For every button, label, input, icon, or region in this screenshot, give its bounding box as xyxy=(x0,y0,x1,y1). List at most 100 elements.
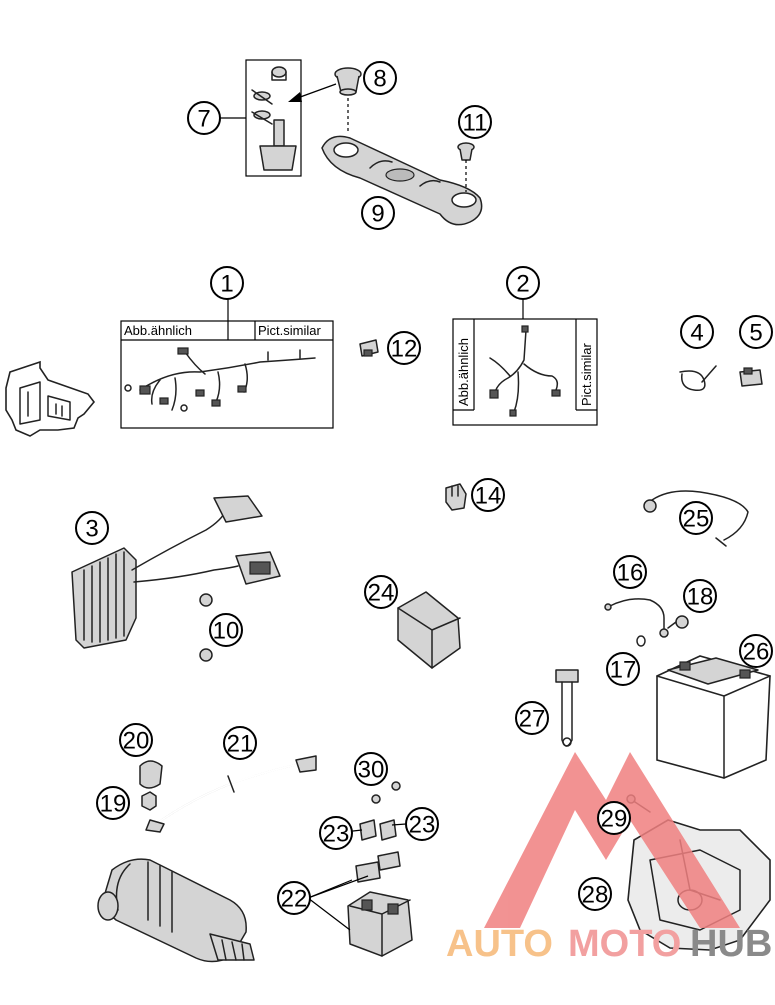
part-25-ground-cable xyxy=(643,490,749,547)
part-14-connector xyxy=(445,483,467,511)
callout-10: 10 xyxy=(209,613,243,647)
callout-number: 12 xyxy=(391,336,418,363)
callout-number: 27 xyxy=(519,706,546,733)
callout-number: 25 xyxy=(683,506,710,533)
frame-sub-harness: Abb.ähnlich Pict.similar xyxy=(452,318,598,426)
watermark-text-hub: HUB xyxy=(690,923,772,965)
callout-number: 3 xyxy=(85,516,98,543)
callout-4: 4 xyxy=(680,315,714,349)
callout-number: 16 xyxy=(617,560,644,587)
callout-number: 28 xyxy=(582,882,609,909)
callout-circle xyxy=(679,501,713,535)
callout-number: 17 xyxy=(610,657,637,684)
part-16-battery-cable xyxy=(604,598,669,638)
callout-number: 23 xyxy=(409,812,436,839)
callout-circle xyxy=(515,701,549,735)
main-harness-label-en: Pict.similar xyxy=(258,323,322,338)
callout-number: 20 xyxy=(123,728,150,755)
callout-23: 23 xyxy=(319,816,353,850)
callout-circle xyxy=(506,266,540,300)
callout-circle xyxy=(739,634,773,668)
part-20-terminal-cap xyxy=(139,760,163,789)
callout-circle xyxy=(319,816,353,850)
callout-14: 14 xyxy=(471,478,505,512)
callout-circle xyxy=(223,726,257,760)
callout-circle xyxy=(458,105,492,139)
callout-circle xyxy=(209,613,243,647)
callout-22: 22 xyxy=(277,881,311,915)
callout-number: 22 xyxy=(281,886,308,913)
frame-main-harness: Abb.ähnlich Pict.similar xyxy=(120,320,334,429)
callout-circle xyxy=(606,652,640,686)
part-starter-motor xyxy=(97,858,255,963)
callout-circle xyxy=(471,478,505,512)
callout-number: 14 xyxy=(475,483,502,510)
callout-number: 11 xyxy=(463,110,488,137)
watermark-text-auto: AUTO xyxy=(446,923,553,965)
callout-17: 17 xyxy=(606,652,640,686)
part-19-nut xyxy=(141,791,157,811)
part-26-battery xyxy=(656,655,771,779)
part-2-sub-wiring-harness xyxy=(489,325,561,417)
callout-23: 23 xyxy=(405,807,439,841)
callout-number: 18 xyxy=(687,584,714,611)
part-24-control-unit xyxy=(397,591,461,669)
part-9-triple-clamp xyxy=(321,135,483,226)
sub-harness-label-de: Abb.ähnlich xyxy=(456,338,471,406)
callout-number: 10 xyxy=(213,618,240,645)
callout-circle xyxy=(277,881,311,915)
callout-number: 2 xyxy=(516,271,529,298)
callout-8: 8 xyxy=(363,61,397,95)
part-1-main-wiring-harness xyxy=(124,347,316,412)
callout-19: 19 xyxy=(96,786,130,820)
callout-7: 7 xyxy=(187,101,221,135)
callout-number: 4 xyxy=(690,320,703,347)
callout-number: 21 xyxy=(227,731,254,758)
part-12-fuse xyxy=(359,339,379,357)
part-21-starter-cable xyxy=(145,755,317,833)
part-bracket-left xyxy=(5,360,96,437)
callout-circle xyxy=(96,786,130,820)
callout-circle xyxy=(597,801,631,835)
callout-circle xyxy=(613,555,647,589)
part-23-fuses xyxy=(359,819,397,841)
watermark-text-moto: MOTO xyxy=(568,923,681,965)
callout-24: 24 xyxy=(364,575,398,609)
callout-circle xyxy=(75,511,109,545)
part-30-screws xyxy=(371,781,401,804)
callout-circle xyxy=(387,331,421,365)
sub-harness-label-en: Pict.similar xyxy=(579,342,594,406)
callout-number: 23 xyxy=(323,821,350,848)
part-10-screws xyxy=(199,593,213,662)
part-27-battery-strap xyxy=(555,669,579,747)
callout-26: 26 xyxy=(739,634,773,668)
callout-circle xyxy=(405,807,439,841)
part-17-washer xyxy=(636,635,646,647)
callout-11: 11 xyxy=(458,105,492,139)
callout-circle xyxy=(683,579,717,613)
watermark-logo xyxy=(484,752,740,928)
callout-9: 9 xyxy=(361,196,395,230)
callout-number: 29 xyxy=(601,806,628,833)
main-harness-label-de: Abb.ähnlich xyxy=(124,323,192,338)
part-8-bushing xyxy=(334,67,362,96)
callout-circle xyxy=(363,61,397,95)
callout-circle xyxy=(361,196,395,230)
callout-28: 28 xyxy=(578,877,612,911)
part-5-clip xyxy=(739,367,763,387)
callout-number: 9 xyxy=(371,201,384,228)
part-7-bracket-kit xyxy=(245,59,302,177)
callout-circle xyxy=(187,101,221,135)
callout-20: 20 xyxy=(119,723,153,757)
callout-number: 8 xyxy=(373,66,386,93)
part-3-voltage-regulator xyxy=(71,495,281,649)
callout-21: 21 xyxy=(223,726,257,760)
callout-5: 5 xyxy=(739,315,773,349)
callout-circle xyxy=(354,752,388,786)
callout-30: 30 xyxy=(354,752,388,786)
callout-16: 16 xyxy=(613,555,647,589)
callout-3: 3 xyxy=(75,511,109,545)
callout-circle xyxy=(119,723,153,757)
